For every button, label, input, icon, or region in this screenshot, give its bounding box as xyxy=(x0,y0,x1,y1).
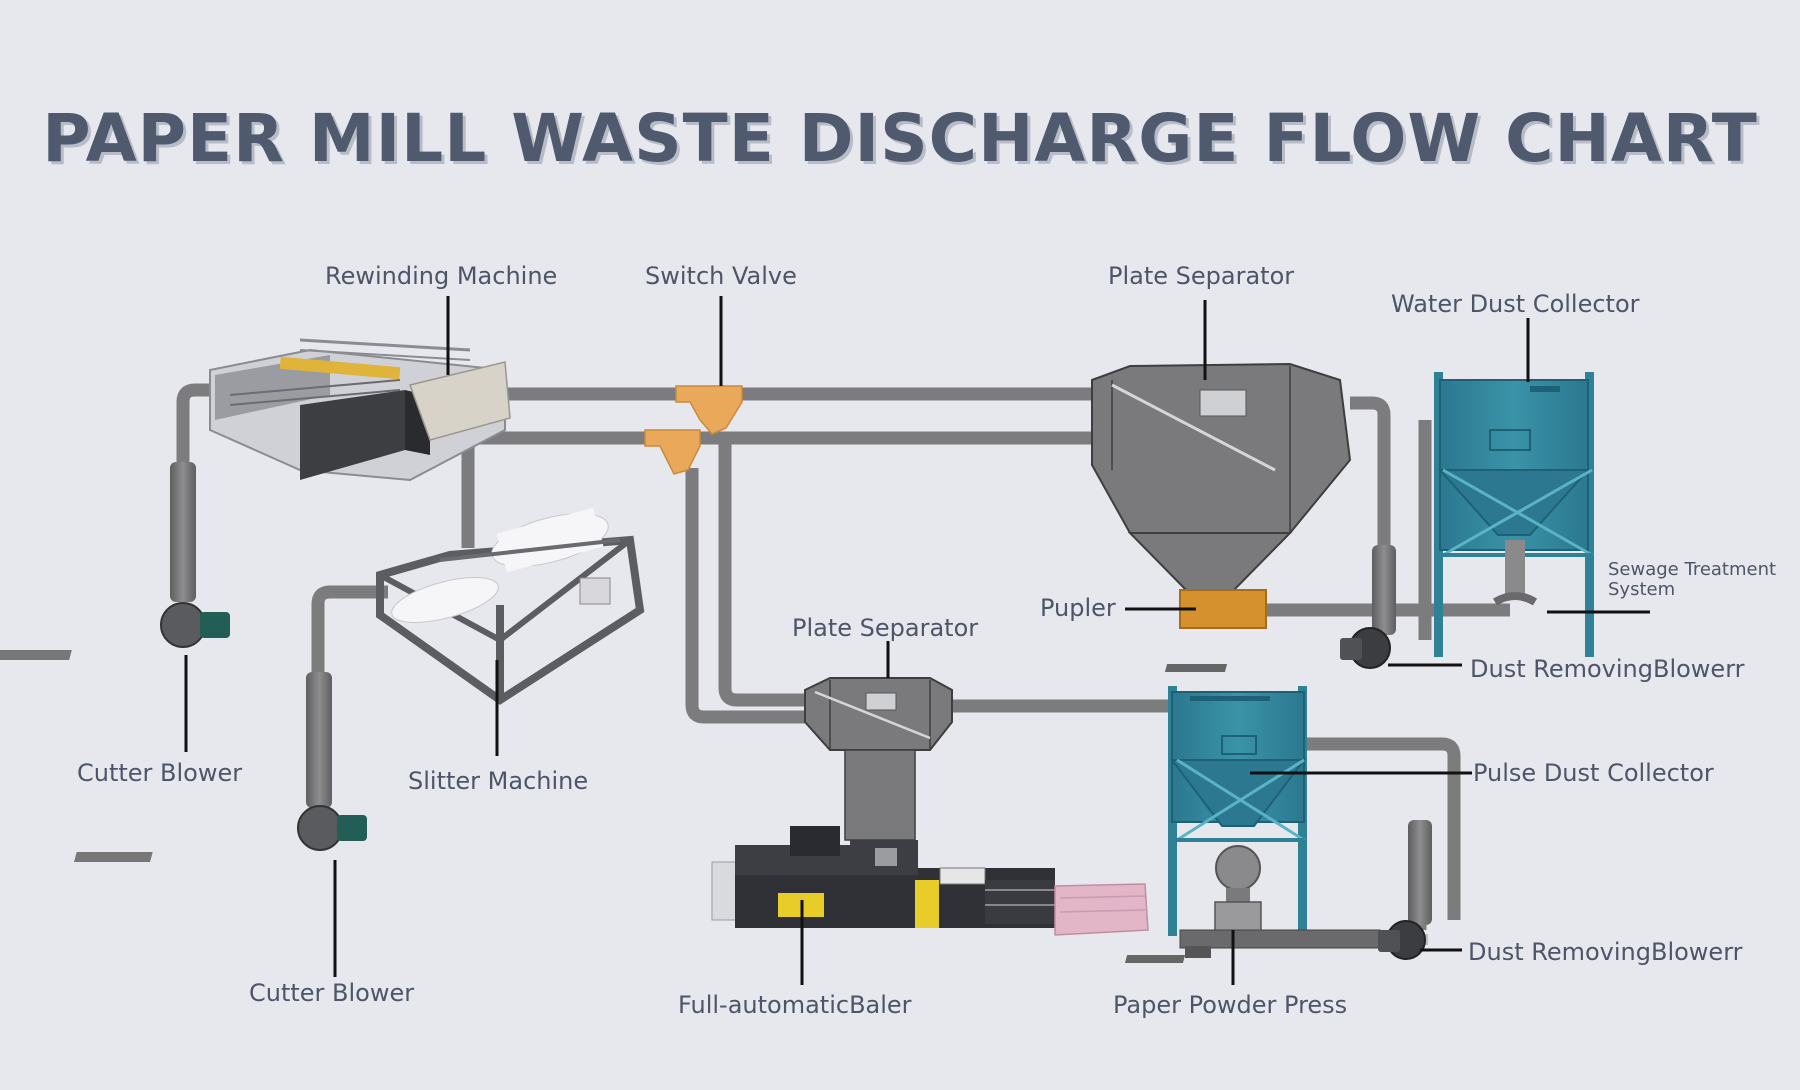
page-title: PAPER MILL WASTE DISCHARGE FLOW CHART xyxy=(42,100,1758,177)
plate-separator-bottom xyxy=(804,677,953,841)
label-sewage-treatment-system: Sewage Treatment System xyxy=(1608,559,1777,600)
label-plate-separator-top: Plate Separator xyxy=(1108,262,1295,290)
label-full-automatic-baler: Full-automaticBaler xyxy=(678,991,912,1019)
slitter-machine xyxy=(376,507,645,705)
label-pulse-dust-collector: Pulse Dust Collector xyxy=(1473,759,1714,787)
plate-separator-top xyxy=(1091,362,1352,604)
cutter-blower-left xyxy=(0,462,230,660)
pulse-dust-collector xyxy=(1168,686,1307,936)
label-rewinding-machine: Rewinding Machine xyxy=(325,262,558,290)
full-automatic-baler xyxy=(711,826,1149,936)
label-water-dust-collector: Water Dust Collector xyxy=(1391,290,1640,318)
label-plate-separator-bottom: Plate Separator xyxy=(792,614,979,642)
label-cutter-blower-left: Cutter Blower xyxy=(77,759,243,787)
switch-valve xyxy=(644,385,743,475)
dust-removing-blower-bottom xyxy=(1124,820,1432,963)
label-cutter-blower-bottom: Cutter Blower xyxy=(249,979,415,1007)
label-switch-valve: Switch Valve xyxy=(645,262,797,290)
cutter-blower-bottom xyxy=(74,672,367,862)
label-dust-removing-blower-top: Dust RemovingBlowerr xyxy=(1470,655,1745,683)
water-dust-collector xyxy=(1434,372,1594,657)
leader-lines xyxy=(184,296,1650,985)
label-paper-powder-press: Paper Powder Press xyxy=(1113,991,1348,1019)
dust-removing-blower-top xyxy=(1164,545,1396,672)
label-dust-removing-blower-bottom: Dust RemovingBlowerr xyxy=(1468,938,1743,966)
label-pupler: Pupler xyxy=(1040,594,1116,622)
label-slitter-machine: Slitter Machine xyxy=(408,767,589,795)
rewinding-machine xyxy=(209,338,511,482)
